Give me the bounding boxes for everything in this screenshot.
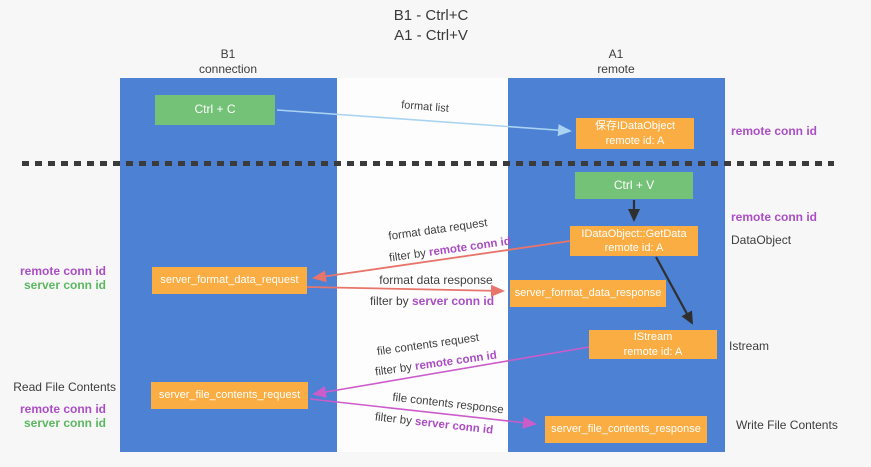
save-idataobject-line2: remote id: A xyxy=(605,134,665,147)
getdata-line2: remote id: A xyxy=(604,242,664,254)
left-label-remote-conn-id-2: remote conn id xyxy=(19,402,106,416)
box-ctrl-c: Ctrl + C xyxy=(155,95,275,125)
box-server-file-contents-request: server_file_contents_request xyxy=(151,382,308,409)
lane-header-a1: A1 remote xyxy=(556,47,676,76)
ctrl-c-label: Ctrl + C xyxy=(194,102,236,117)
box-server-format-data-response: server_format_data_response xyxy=(510,280,666,307)
server-format-data-response-label: server_format_data_response xyxy=(514,287,662,300)
diagram-title: B1 - Ctrl+C A1 - Ctrl+V xyxy=(331,6,531,46)
lane-a1-role: remote xyxy=(597,61,635,76)
label-format-data-response: format data response xyxy=(379,273,493,287)
istream-line2: remote id: A xyxy=(623,345,683,358)
right-label-write-file-contents: Write File Contents xyxy=(736,418,838,432)
left-label-read-file-contents: Read File Contents xyxy=(13,380,116,394)
server-conn-id-text: server conn id xyxy=(411,294,495,308)
server-file-contents-response-label: server_file_contents_response xyxy=(551,423,701,436)
dashed-separator xyxy=(22,161,834,166)
left-label-server-conn-id-2: server conn id xyxy=(23,416,106,430)
right-label-remote-conn-id-1: remote conn id xyxy=(731,124,818,138)
title-line-1: B1 - Ctrl+C xyxy=(393,7,469,24)
ctrl-v-label: Ctrl + V xyxy=(613,177,655,192)
filter-by-text: filter by xyxy=(369,294,412,308)
right-label-dataobject: DataObject xyxy=(731,233,792,247)
server-file-contents-request-label: server_file_contents_request xyxy=(158,389,301,402)
title-line-2: A1 - Ctrl+V xyxy=(394,26,468,44)
lane-a1-name: A1 xyxy=(608,47,624,61)
box-istream: IStream remote id: A xyxy=(589,330,717,359)
right-label-remote-conn-id-2: remote conn id xyxy=(731,210,818,224)
lane-b1-role: connection xyxy=(198,61,258,76)
server-format-data-request-label: server_format_data_request xyxy=(160,274,299,287)
left-label-remote-conn-id-1: remote conn id xyxy=(19,264,106,278)
box-save-idataobject: 保存IDataObject remote id: A xyxy=(576,118,694,149)
left-label-server-conn-id-1: server conn id xyxy=(23,278,106,292)
label-filter-by-server-1: filter by server conn id xyxy=(370,294,494,308)
box-idataobject-getdata: IDataObject::GetData remote id: A xyxy=(570,226,698,256)
save-idataobject-line1: 保存IDataObject xyxy=(594,120,676,133)
box-server-file-contents-response: server_file_contents_response xyxy=(545,416,707,443)
istream-line1: IStream xyxy=(633,331,673,344)
box-server-format-data-request: server_format_data_request xyxy=(152,267,307,294)
right-label-istream: Istream xyxy=(729,339,770,353)
lane-b1-name: B1 xyxy=(220,47,236,61)
box-ctrl-v: Ctrl + V xyxy=(575,172,693,199)
lane-header-b1: B1 connection xyxy=(168,47,288,76)
getdata-line1: IDataObject::GetData xyxy=(581,227,687,240)
